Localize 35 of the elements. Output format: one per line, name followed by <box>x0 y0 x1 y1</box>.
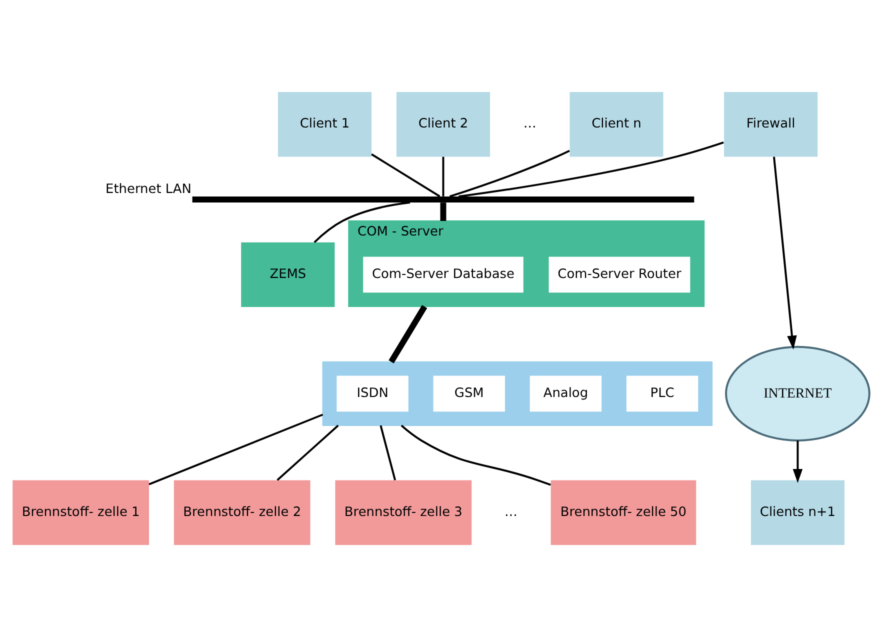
node-box: Com-Server Router <box>548 256 690 292</box>
node-label: Ethernet LAN <box>106 181 192 196</box>
node-box: Analog <box>530 375 602 412</box>
node-box: Client n <box>570 91 664 156</box>
connector <box>458 141 724 198</box>
connector <box>148 413 324 485</box>
connector <box>400 424 551 486</box>
label: … <box>523 116 536 132</box>
label: … <box>504 504 518 520</box>
node-ellipse: INTERNET <box>725 345 870 441</box>
connector <box>276 424 339 480</box>
connector <box>388 304 428 363</box>
node-box: GSM <box>433 375 505 412</box>
node-box: Clients n+1 <box>750 480 844 545</box>
node-box: Com-Server Database <box>363 256 524 292</box>
node-box: Brennstoff- zelle 3 <box>335 480 472 545</box>
node-box: ISDN <box>336 375 408 412</box>
node-bar <box>192 196 694 202</box>
connector <box>449 149 570 197</box>
node-box: Brennstoff- zelle 2 <box>174 480 310 545</box>
node-box: Firewall <box>724 91 818 156</box>
cluster <box>322 360 713 426</box>
node-box: Brennstoff- zelle 50 <box>550 480 696 545</box>
connector <box>314 201 410 243</box>
node-box: Client 2 <box>396 91 490 156</box>
connector <box>371 152 440 197</box>
connector <box>440 202 446 220</box>
node-box: ZEMS <box>241 242 335 307</box>
connector <box>442 156 444 196</box>
node-box: Brennstoff- zelle 1 <box>12 480 150 545</box>
node-box: PLC <box>626 375 698 412</box>
arrow <box>792 440 803 482</box>
arrow <box>773 156 797 350</box>
connector <box>380 424 396 480</box>
node-box: Client 1 <box>278 91 372 156</box>
